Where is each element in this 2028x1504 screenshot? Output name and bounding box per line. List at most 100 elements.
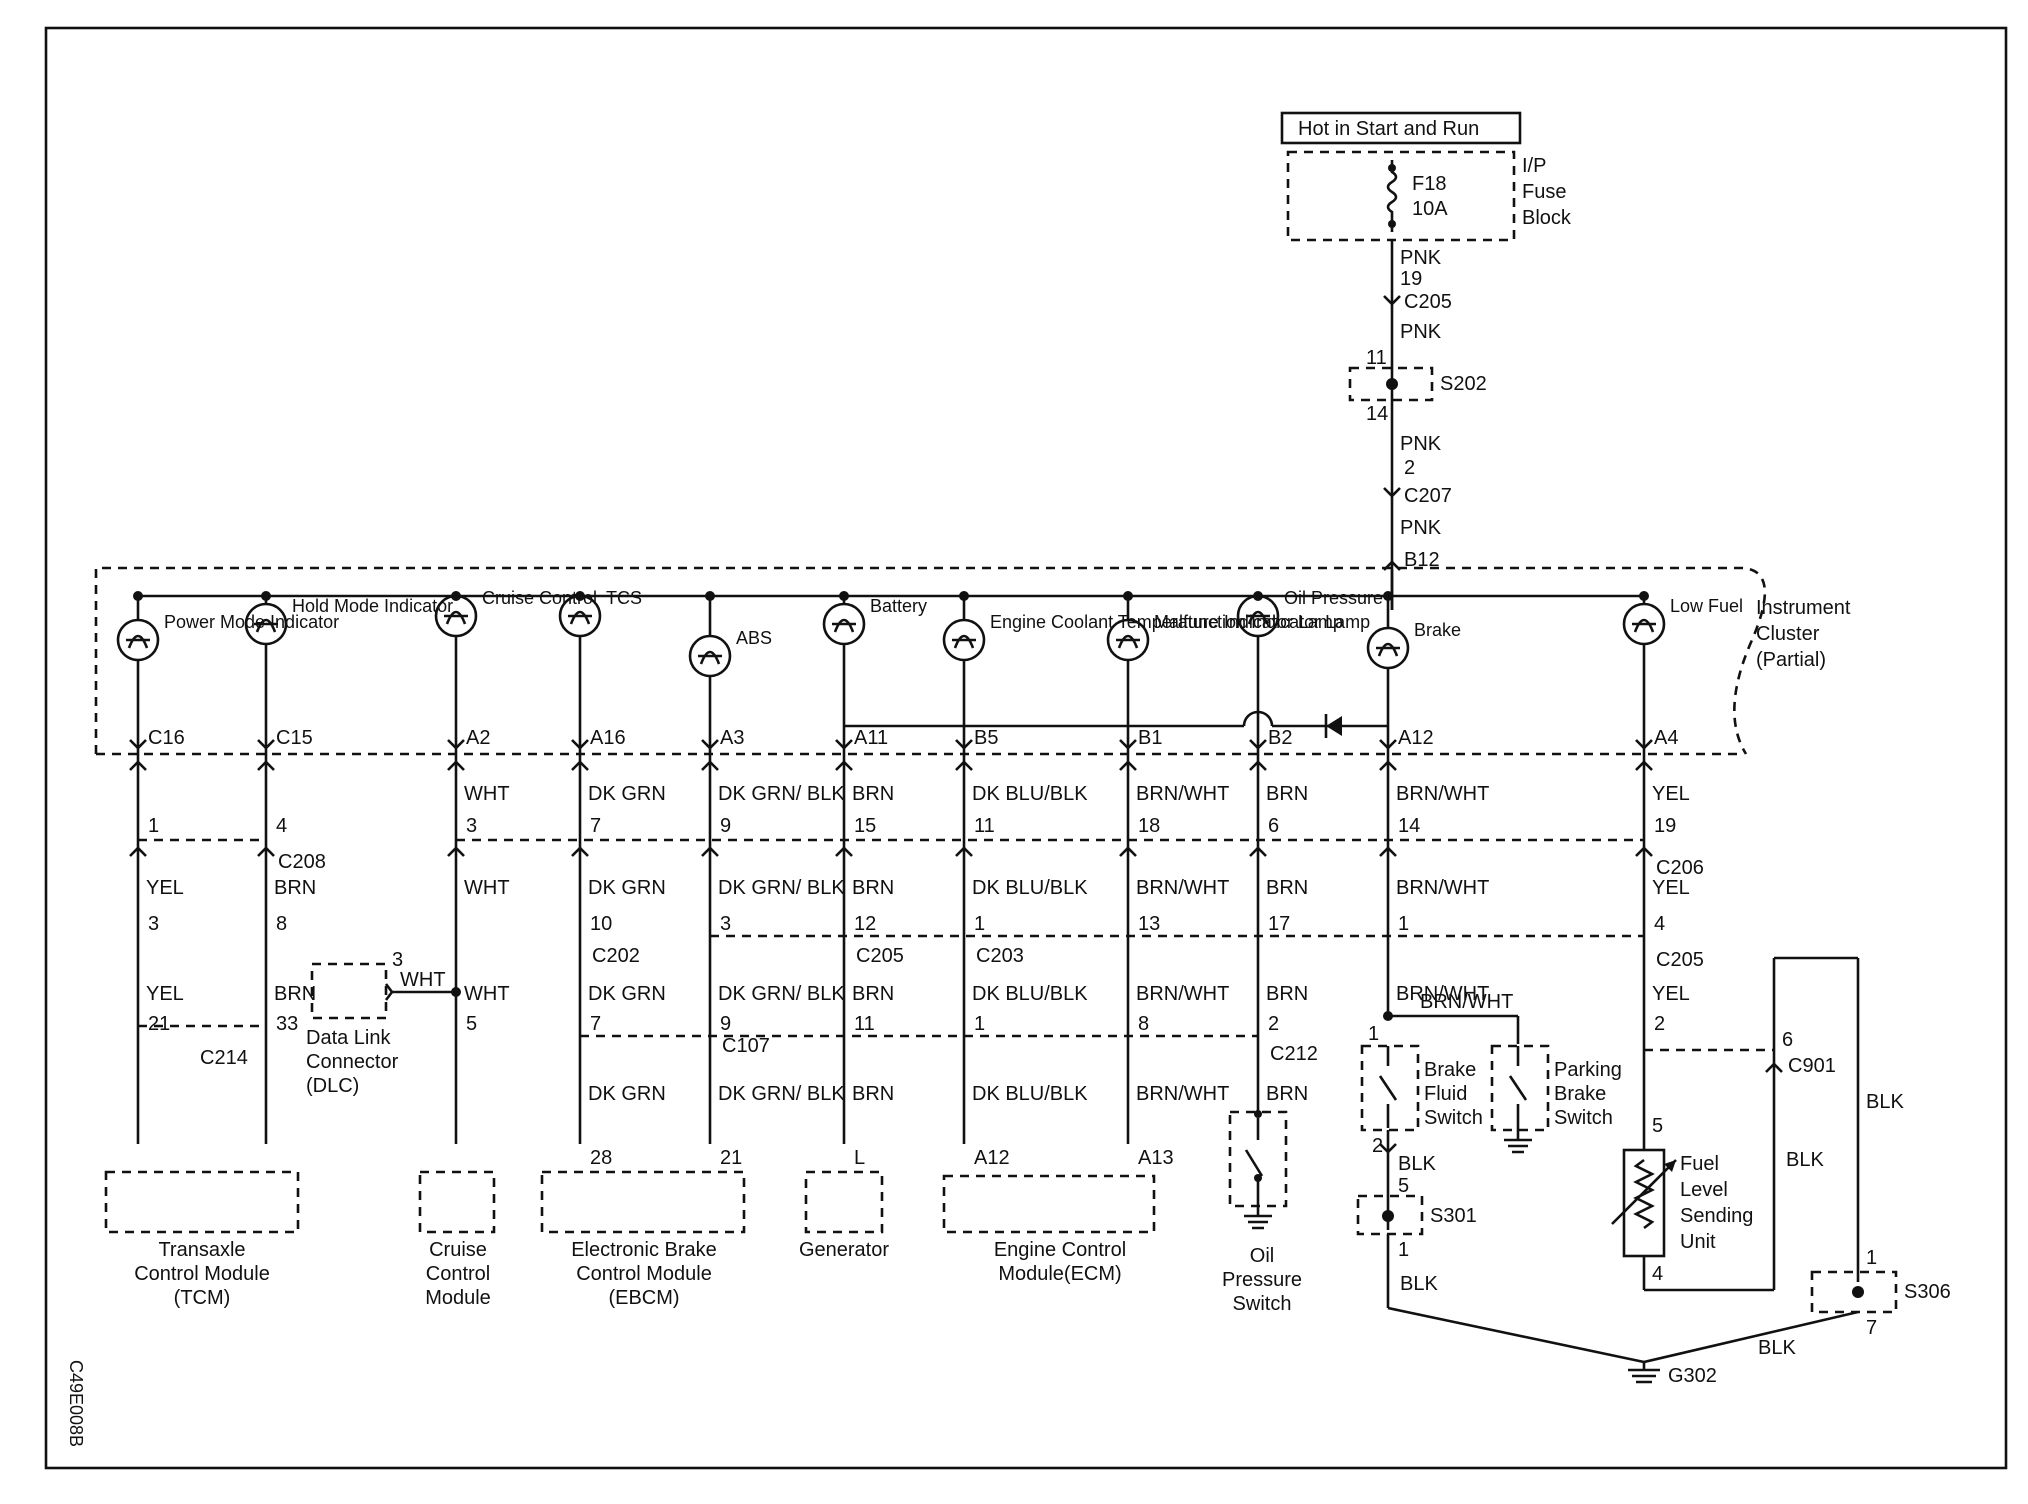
conn1-arrow-3	[571, 846, 589, 857]
pin-arrow-0	[129, 739, 147, 750]
ccm-box	[418, 1170, 496, 1234]
bus-node-0	[133, 591, 143, 601]
wire4-6: DK BLU/BLK	[972, 1083, 1088, 1105]
wire1-8: BRN	[1266, 783, 1308, 805]
lamp-filament-3	[568, 610, 592, 625]
dlc-pin: 3	[392, 949, 403, 971]
pin-arrow-10	[1635, 739, 1653, 750]
bus-node-10	[1639, 591, 1649, 601]
pin1-7: 18	[1138, 815, 1160, 837]
g302-ground-icon	[1628, 1368, 1660, 1384]
conn-c208: C208	[278, 851, 326, 873]
feed-pnk-2: PNK	[1400, 321, 1442, 343]
pin3-1: 33	[276, 1013, 298, 1035]
wire4-3: DK GRN	[588, 1083, 666, 1105]
conn1-arrow-10	[1635, 846, 1653, 857]
pin-label-5: A11	[854, 727, 888, 749]
pin4-4: 21	[720, 1147, 742, 1169]
parking-switch-box	[1490, 1044, 1550, 1132]
feed-pnk-3: PNK	[1400, 433, 1442, 455]
pin1-1: 4	[276, 815, 287, 837]
lamp-label-9: Brake	[1414, 620, 1461, 640]
pin2-7: 13	[1138, 913, 1160, 935]
pin-arrow-up-6	[955, 760, 973, 771]
pin3-4: 9	[720, 1013, 731, 1035]
s306-blk: BLK	[1866, 1091, 1904, 1113]
feed-pnk-1: PNK	[1400, 247, 1442, 269]
pin-label-3: A16	[590, 727, 626, 749]
wire2-10: YEL	[1652, 877, 1690, 899]
pin-arrow-up-2	[447, 760, 465, 771]
conn-c206: C206	[1656, 857, 1704, 879]
feed-pin-19: 19	[1400, 268, 1422, 290]
pin-arrow-up-5	[835, 760, 853, 771]
pin3-8: 2	[1268, 1013, 1279, 1035]
lamp-filament-4	[698, 650, 722, 665]
brake-blk-arrow	[1379, 1143, 1397, 1154]
s301-pin5: 5	[1398, 1175, 1409, 1197]
fuse-terminal-bottom	[1388, 220, 1396, 228]
conn1-arrow-8	[1249, 846, 1267, 857]
wire2-6: DK BLU/BLK	[972, 877, 1088, 899]
generator-box	[804, 1170, 884, 1234]
pin-arrow-up-0	[129, 760, 147, 771]
fuel-pin4: 4	[1652, 1263, 1663, 1285]
brake-fluid-switch-contacts	[1378, 1046, 1398, 1128]
lamp-label-2: Cruise Control	[482, 588, 597, 608]
conn1-arrow-1	[257, 846, 275, 857]
pin3-10: 2	[1654, 1013, 1665, 1035]
pin-label-2: A2	[466, 727, 490, 749]
fuse-rating: 10A	[1412, 198, 1448, 220]
wire3-3: DK GRN	[588, 983, 666, 1005]
pin1-5: 15	[854, 815, 876, 837]
tcm-box	[104, 1170, 300, 1234]
feed-pin-2: 2	[1404, 457, 1415, 479]
oil-switch-contacts	[1244, 1118, 1264, 1204]
parking-ground-icon	[1504, 1138, 1532, 1154]
pin1-0: 1	[148, 815, 159, 837]
conn-c203: C203	[976, 945, 1024, 967]
pin-label-8: B2	[1268, 727, 1292, 749]
conn-c205-low: C205	[856, 945, 904, 967]
pin2-1: 8	[276, 913, 287, 935]
power-source-label: Hot in Start and Run	[1298, 118, 1479, 140]
pin1-9: 14	[1398, 815, 1420, 837]
s301-to-g302	[1387, 1306, 1645, 1364]
wire3-1: BRN	[274, 983, 316, 1005]
lamp-filament-8	[1246, 610, 1270, 625]
s202-box	[1348, 366, 1434, 402]
conn-c107: C107	[722, 1035, 770, 1057]
wire1-4: DK GRN/ BLK	[718, 783, 845, 805]
lamp-filament-5	[832, 618, 856, 633]
fuel-sender-resistor-icon	[1633, 1158, 1655, 1230]
oil-switch-ground-icon	[1244, 1214, 1272, 1230]
bfs-pin2: 2	[1372, 1135, 1383, 1157]
conn1-arrow-7	[1119, 846, 1137, 857]
pin-arrow-7	[1119, 739, 1137, 750]
feed-c207: C207	[1404, 485, 1452, 507]
conn-c202: C202	[592, 945, 640, 967]
fuel-sender-arrow	[1611, 1159, 1677, 1225]
pin2-3: 10	[590, 913, 612, 935]
diode-icon	[1326, 716, 1342, 736]
brake-splice	[1383, 1011, 1393, 1021]
wire3-5: BRN	[852, 983, 894, 1005]
s306-splice	[1852, 1286, 1864, 1298]
conn1-arrow-6	[955, 846, 973, 857]
wire4-8: BRN	[1266, 1083, 1308, 1105]
lamp-label-7: Malfunction Indicator Lamp	[1154, 612, 1370, 632]
bus-node-7	[1123, 591, 1133, 601]
pin1-6: 11	[974, 815, 995, 837]
wire1-3: DK GRN	[588, 783, 666, 805]
conn-c901: C901	[1788, 1055, 1836, 1077]
wire2-5: BRN	[852, 877, 894, 899]
fuse-block	[1286, 150, 1516, 242]
pin-arrow-up-4	[701, 760, 719, 771]
bus-node-1	[261, 591, 271, 601]
